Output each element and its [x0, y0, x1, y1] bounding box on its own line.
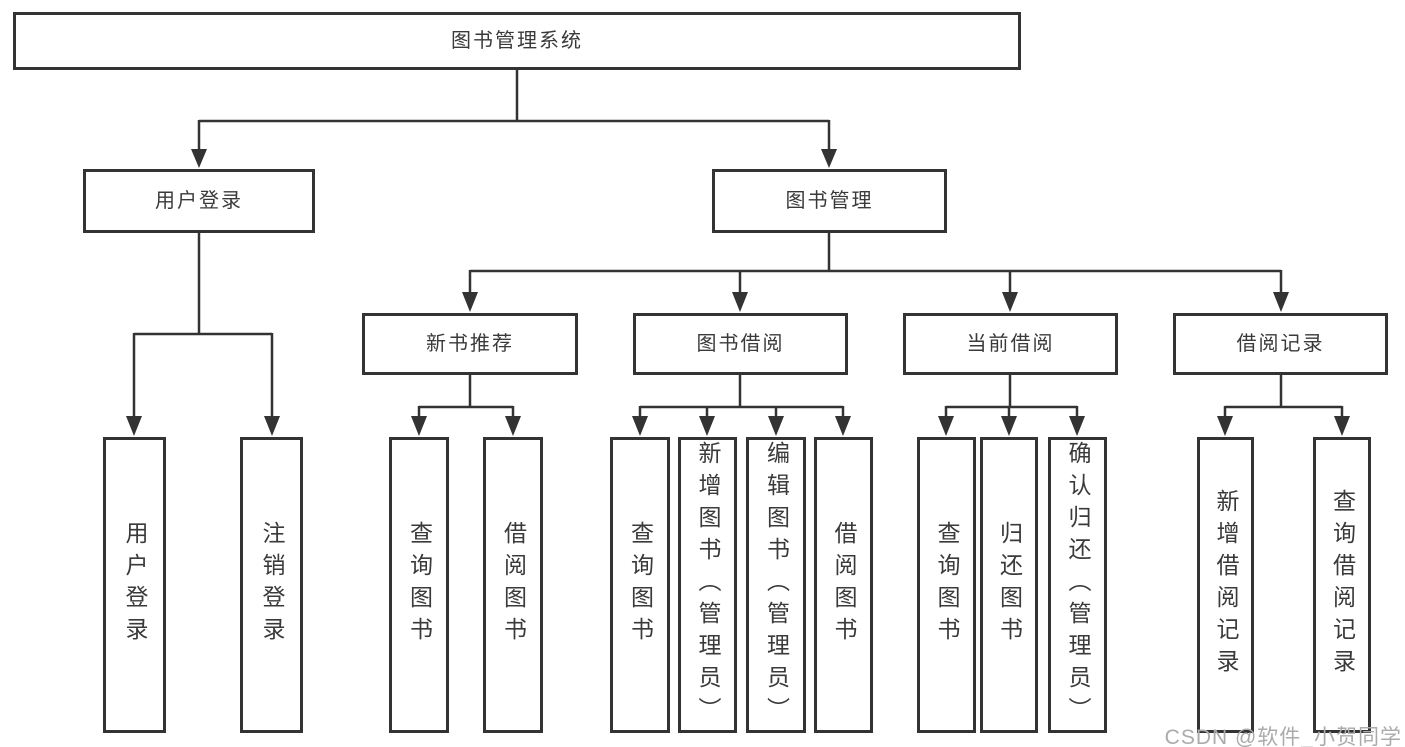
arrowhead: [264, 416, 280, 436]
arrowhead: [126, 416, 142, 436]
arrowhead: [938, 416, 954, 436]
edge-bookmgmt-to-level3: [468, 233, 1283, 295]
leaf-label: 注销登录: [259, 521, 285, 649]
node-new-book-recommend: 新书推荐: [362, 313, 578, 375]
node-label: 图书管理: [785, 190, 874, 212]
arrowhead: [1069, 416, 1085, 436]
arrowhead: [1273, 292, 1289, 312]
leaf-label: 确认归还（管理员）: [1065, 441, 1091, 729]
leaf-label: 查询图书: [627, 521, 654, 649]
arrowhead: [1334, 416, 1350, 436]
leaf-label: 借阅图书: [500, 521, 527, 649]
arrowhead: [1001, 416, 1017, 436]
edge-records-to-leaves: [1223, 375, 1344, 418]
arrowhead: [1002, 292, 1018, 312]
edge-borrow-to-leaves: [638, 375, 845, 418]
node-library-system: 图书管理系统: [13, 12, 1021, 70]
leaf-add-book-admin: 新增图书（管理员）: [678, 437, 737, 733]
leaf-label: 用户登录: [122, 521, 148, 649]
edge-root-to-level2: [197, 70, 831, 152]
edge-userlogin-to-leaves: [132, 233, 274, 418]
node-label: 借阅记录: [1236, 333, 1325, 355]
arrowhead: [191, 149, 207, 168]
arrowhead: [699, 416, 715, 436]
leaf-confirm-return-admin: 确认归还（管理员）: [1048, 437, 1107, 733]
arrowhead: [835, 416, 851, 436]
leaf-edit-book-admin: 编辑图书（管理员）: [746, 437, 806, 733]
leaf-query-books-recommend: 查询图书: [389, 437, 449, 733]
leaf-user-login: 用户登录: [103, 437, 166, 733]
leaf-borrow-books: 借阅图书: [814, 437, 873, 733]
node-current-borrow: 当前借阅: [903, 313, 1118, 375]
leaf-add-borrow-record: 新增借阅记录: [1197, 437, 1254, 733]
leaf-query-borrow-record: 查询借阅记录: [1313, 437, 1371, 733]
node-user-login: 用户登录: [83, 169, 315, 233]
leaf-label: 归还图书: [996, 521, 1023, 649]
arrowhead: [632, 416, 648, 436]
leaf-label: 借阅图书: [831, 521, 857, 649]
leaf-label: 查询借阅记录: [1329, 489, 1356, 681]
edge-recommend-to-leaves: [417, 375, 515, 418]
node-borrow-records: 借阅记录: [1173, 313, 1388, 375]
node-label: 当前借阅: [966, 333, 1055, 355]
arrowhead: [732, 292, 748, 312]
leaf-label: 查询图书: [934, 521, 960, 649]
arrowhead: [768, 416, 784, 436]
node-label: 用户登录: [155, 190, 243, 212]
node-label: 图书管理系统: [451, 30, 583, 52]
leaf-return-books: 归还图书: [980, 437, 1038, 733]
edge-current-to-leaves: [944, 375, 1079, 418]
arrowheads: [126, 149, 1350, 436]
leaf-query-books-current: 查询图书: [917, 437, 976, 733]
watermark: CSDN @软件_小贺同学: [1164, 726, 1402, 747]
leaf-query-books-borrow: 查询图书: [610, 437, 670, 733]
node-label: 图书借阅: [696, 333, 785, 355]
leaf-label: 查询图书: [406, 521, 433, 649]
arrowhead: [505, 416, 521, 436]
leaf-logout: 注销登录: [240, 437, 303, 733]
arrowhead: [411, 416, 427, 436]
arrowhead: [821, 149, 837, 168]
arrowhead: [462, 292, 478, 312]
leaf-borrow-books-recommend: 借阅图书: [483, 437, 543, 733]
node-label: 新书推荐: [426, 333, 514, 355]
node-book-management: 图书管理: [712, 169, 947, 233]
node-book-borrow: 图书借阅: [633, 313, 848, 375]
leaf-label: 编辑图书（管理员）: [763, 441, 790, 729]
arrowhead: [1217, 416, 1233, 436]
leaf-label: 新增借阅记录: [1213, 489, 1239, 681]
leaf-label: 新增图书（管理员）: [695, 441, 721, 729]
